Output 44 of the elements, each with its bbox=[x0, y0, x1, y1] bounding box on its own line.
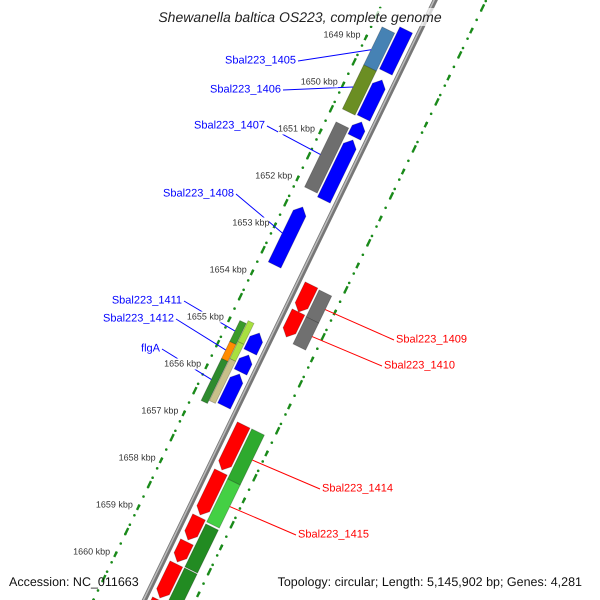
gene-label: Sbal223_1409 bbox=[395, 334, 468, 346]
scale-label: 1656 kbp bbox=[164, 358, 202, 370]
gene-label: Sbal223_1410 bbox=[383, 360, 456, 372]
gene-block bbox=[268, 206, 306, 269]
scale-label: 1660 kbp bbox=[73, 546, 110, 558]
genome-info: Topology: circular; Length: 5,145,902 bp; Genes: 4,281 bbox=[278, 575, 582, 589]
gene-block bbox=[306, 289, 332, 324]
scale-label: 1653 kbp bbox=[232, 217, 270, 228]
gene-label: Sbal223_1412 bbox=[102, 312, 175, 326]
leader-line bbox=[282, 86, 354, 90]
gene-label: Sbal223_1407 bbox=[193, 120, 266, 132]
gene-label: flgA bbox=[140, 342, 161, 356]
gene-block bbox=[206, 478, 241, 529]
gene-label: Sbal223_1408 bbox=[162, 188, 235, 200]
genome-info: Accession: NC_011663 bbox=[9, 575, 139, 589]
gene-block bbox=[292, 316, 320, 351]
scale-label: 1658 kbp bbox=[118, 452, 156, 464]
gene-block bbox=[227, 428, 265, 486]
gene-label: Sbal223_1414 bbox=[321, 482, 394, 496]
gene-block bbox=[342, 64, 377, 116]
leader-line bbox=[298, 49, 372, 62]
leader-line bbox=[176, 318, 226, 350]
scale-label: 1654 kbp bbox=[210, 264, 247, 276]
leader-line bbox=[324, 309, 394, 340]
leader-line bbox=[312, 336, 382, 366]
scale-label: 1650 kbp bbox=[300, 76, 338, 88]
gene-label: Sbal223_1405 bbox=[224, 54, 297, 68]
scale-label: 1657 kbp bbox=[141, 405, 178, 416]
scale-label: 1652 kbp bbox=[255, 170, 292, 182]
leader-line bbox=[229, 506, 296, 536]
scale-label: 1649 kbp bbox=[323, 29, 360, 40]
scale-label: 1655 kbp bbox=[186, 311, 224, 322]
gene-block bbox=[200, 358, 228, 404]
gene-block bbox=[220, 340, 237, 362]
gene-block bbox=[363, 26, 396, 72]
gene-label: Sbal223_1406 bbox=[209, 84, 282, 96]
leader-line bbox=[236, 194, 283, 234]
gene-block bbox=[229, 320, 247, 346]
scale-label: 1659 kbp bbox=[96, 499, 133, 510]
gene-label: Sbal223_1415 bbox=[297, 528, 370, 542]
leader-line bbox=[266, 126, 321, 155]
leader-line bbox=[252, 460, 320, 490]
scale-label: 1651 kbp bbox=[278, 123, 315, 134]
gene-label: Sbal223_1411 bbox=[110, 294, 183, 308]
